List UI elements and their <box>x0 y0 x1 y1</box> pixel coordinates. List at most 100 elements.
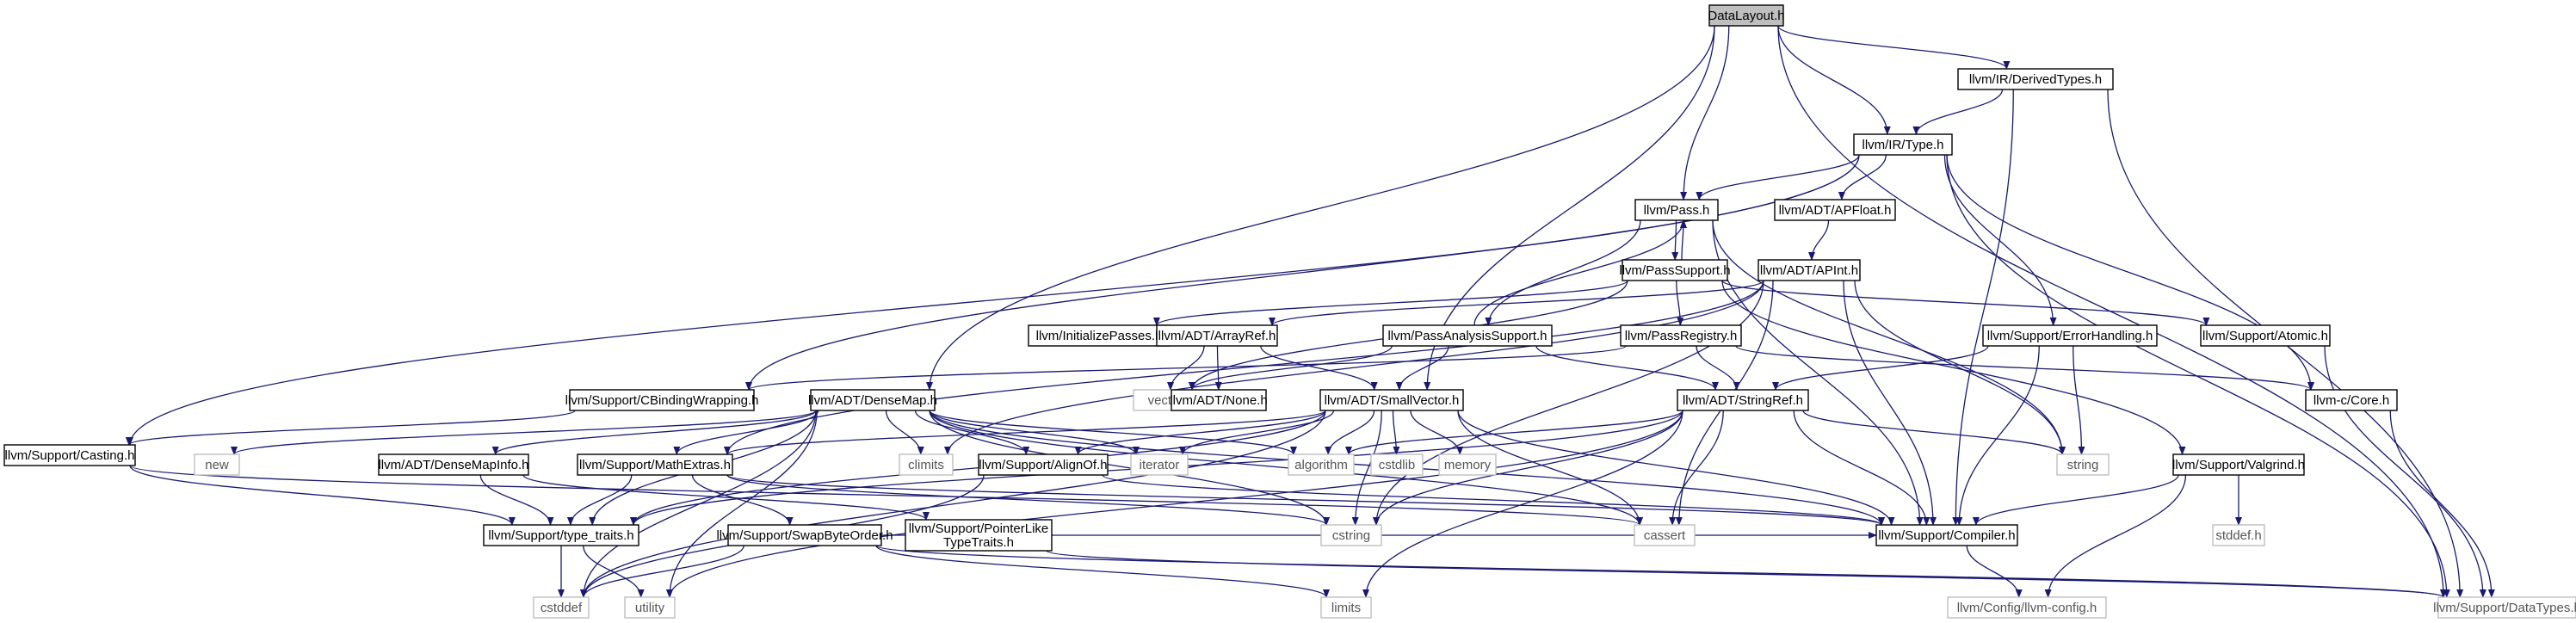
node-label: memory <box>1444 458 1492 472</box>
node-label: llvm/Support/Valgrind.h <box>2172 458 2305 472</box>
node-passanalysissupport[interactable]: llvm/PassAnalysisSupport.h <box>1382 324 1553 347</box>
node-box <box>483 524 639 546</box>
node-label: llvm/Support/DataTypes.h <box>2433 601 2576 615</box>
edge-mathextras-to-compiler <box>726 474 1885 526</box>
edge-datalayout-to-type <box>1777 25 1891 135</box>
node-iterator: iterator <box>1130 453 1189 476</box>
edge-core-to-datatypes <box>2389 410 2495 598</box>
edge-pass-to-string <box>1712 219 2066 455</box>
node-arrayref[interactable]: llvm/ADT/ArrayRef.h <box>1156 324 1278 347</box>
node-apint[interactable]: llvm/ADT/APInt.h <box>1757 259 1861 281</box>
node-llvm-config: llvm/Config/llvm-config.h <box>1947 596 2107 619</box>
edge-apint-to-compiler <box>1843 280 1937 526</box>
edge-densemapinfo-to-type_traits <box>479 474 554 526</box>
node-passsupport[interactable]: llvm/PassSupport.h <box>1619 259 1731 281</box>
node-label: llvm/Pass.h <box>1644 203 1710 218</box>
edge-passanalysissupport-to-vector <box>1189 345 1393 391</box>
node-pass[interactable]: llvm/Pass.h <box>1634 199 1719 221</box>
edge-passsupport-to-passregistry <box>1676 280 1684 326</box>
edge-valgrind-to-compiler <box>1972 474 2179 526</box>
edge-stringref-to-algorithm <box>1345 410 1683 455</box>
edge-densemap-to-densemapinfo <box>491 410 817 455</box>
edge-passsupport-to-valgrind <box>1721 280 2186 455</box>
edge-errorhandling-to-stringref <box>1772 345 1989 391</box>
edge-type_traits-to-utility <box>583 545 645 598</box>
node-initializepasses[interactable]: llvm/InitializePasses.h <box>1028 324 1171 347</box>
node-label: llvm/InitializePasses.h <box>1036 329 1163 343</box>
edge-type-to-apfloat <box>1838 154 1887 200</box>
node-compiler[interactable]: llvm/Support/Compiler.h <box>1875 524 2018 546</box>
edge-errorhandling-to-string <box>2073 345 2085 455</box>
edge-smallvector-to-memory <box>1410 410 1464 455</box>
edge-type-to-core <box>1946 154 2314 391</box>
node-box <box>569 389 755 411</box>
node-box <box>1382 324 1553 347</box>
edge-passanalysissupport-to-pass <box>1473 219 1687 326</box>
node-swapbyteorder[interactable]: llvm/Support/SwapByteOrder.h <box>716 524 893 546</box>
node-box <box>905 519 1053 552</box>
edge-arrayref-to-smallvector <box>1260 345 1378 391</box>
node-box <box>1288 453 1355 476</box>
node-utility: utility <box>624 596 676 619</box>
edge-swapbyteorder-to-limits <box>875 545 1330 598</box>
node-mathextras[interactable]: llvm/Support/MathExtras.h <box>577 453 733 476</box>
node-alignof[interactable]: llvm/Support/AlignOf.h <box>978 453 1109 476</box>
edge-densemap-to-mathextras <box>673 410 819 455</box>
node-smallvector[interactable]: llvm/ADT/SmallVector.h <box>1319 389 1464 411</box>
edge-derivedtypes-to-type <box>1912 89 2004 135</box>
node-errorhandling[interactable]: llvm/Support/ErrorHandling.h <box>1982 324 2158 347</box>
node-box <box>1320 524 1382 546</box>
edge-cbindingwrapping-to-casting <box>126 410 576 446</box>
node-none[interactable]: llvm/ADT/None.h <box>1170 389 1268 411</box>
node-label: TypeTraits.h <box>943 535 1014 550</box>
node-label: llvm/ADT/ArrayRef.h <box>1158 329 1276 343</box>
node-box <box>1634 199 1719 221</box>
edge-pointerliketypetraits-to-datatypes <box>1046 550 2447 598</box>
node-box <box>2212 524 2265 546</box>
node-atomic[interactable]: llvm/Support/Atomic.h <box>2200 324 2331 347</box>
node-label: llvm/ADT/APInt.h <box>1760 263 1858 278</box>
node-datatypes: llvm/Support/DataTypes.h <box>2433 596 2576 619</box>
node-densemapinfo[interactable]: llvm/ADT/DenseMapInfo.h <box>378 453 529 476</box>
node-climits: climits <box>899 453 954 476</box>
node-core[interactable]: llvm-c/Core.h <box>2305 389 2398 411</box>
edge-passanalysissupport-to-stringref <box>1535 345 1719 391</box>
node-stddef: stddef.h <box>2212 524 2265 546</box>
node-label: llvm/Support/MathExtras.h <box>579 458 731 472</box>
edge-apint-to-string <box>1854 280 2066 455</box>
node-label: llvm/ADT/DenseMapInfo.h <box>378 458 528 472</box>
edge-smallvector-to-algorithm <box>1325 410 1375 455</box>
node-label: llvm/Support/CBindingWrapping.h <box>565 393 759 408</box>
node-memory: memory <box>1438 453 1497 476</box>
node-type[interactable]: llvm/IR/Type.h <box>1853 133 1953 156</box>
node-densemap[interactable]: llvm/ADT/DenseMap.h <box>808 389 937 411</box>
edge-passanalysissupport-to-smallvector <box>1395 345 1449 391</box>
node-box <box>2305 389 2398 411</box>
node-type-traits[interactable]: llvm/Support/type_traits.h <box>483 524 639 546</box>
node-label: llvm/ADT/None.h <box>1170 393 1267 408</box>
node-valgrind[interactable]: llvm/Support/Valgrind.h <box>2172 453 2305 476</box>
edge-densemap-to-climits <box>885 410 924 455</box>
node-label: cstddef <box>541 601 583 615</box>
edge-apint-to-climits <box>944 280 1764 455</box>
node-derivedtypes[interactable]: llvm/IR/DerivedTypes.h <box>1957 68 2114 90</box>
edge-smallvector-to-cstddef <box>580 410 1326 598</box>
node-box <box>2200 324 2331 347</box>
node-casting[interactable]: llvm/Support/Casting.h <box>3 444 136 466</box>
edge-pass-to-passsupport <box>1671 219 1679 261</box>
node-box <box>1620 324 1742 347</box>
edge-casting-to-cassert <box>129 465 1643 526</box>
node-box <box>1320 596 1372 619</box>
edge-apint-to-arrayref <box>1269 280 1764 326</box>
node-passregistry[interactable]: llvm/PassRegistry.h <box>1620 324 1742 347</box>
node-cbindingwrapping[interactable]: llvm/Support/CBindingWrapping.h <box>565 389 759 411</box>
edge-smallvector-to-alignof <box>1074 410 1326 455</box>
node-box <box>1774 199 1896 221</box>
node-stringref[interactable]: llvm/ADT/StringRef.h <box>1677 389 1809 411</box>
node-label: llvm-c/Core.h <box>2313 393 2389 408</box>
node-label: cstdlib <box>1379 458 1416 472</box>
node-layer: DataLayout.hllvm/IR/DerivedTypes.hllvm/I… <box>3 4 2576 619</box>
node-apfloat[interactable]: llvm/ADT/APFloat.h <box>1774 199 1896 221</box>
